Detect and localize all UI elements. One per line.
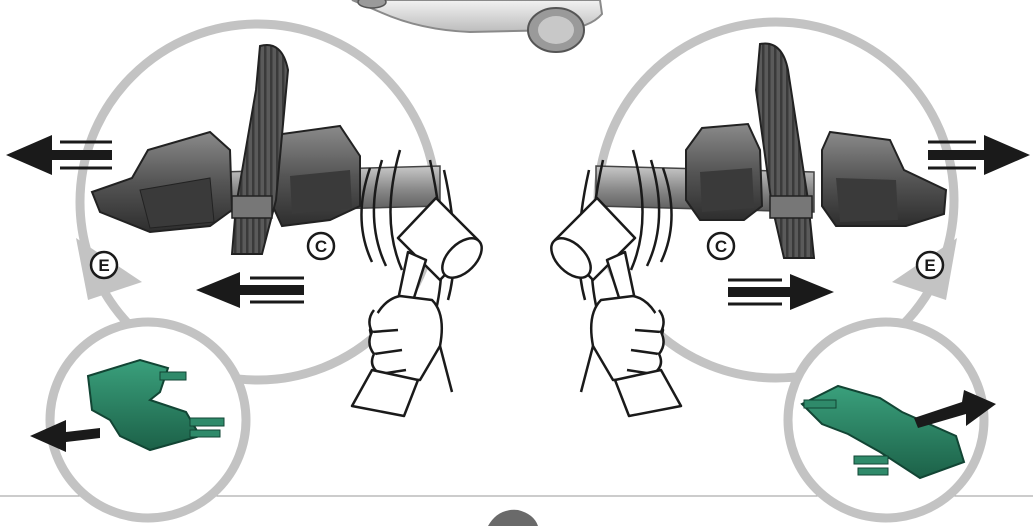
- bottom-wheel-icon: [488, 510, 538, 526]
- left-label-c: C: [315, 237, 327, 256]
- right-panel: C E: [544, 22, 1030, 518]
- left-label-e: E: [98, 256, 109, 275]
- left-label-c-badge: C: [308, 233, 334, 259]
- right-arrow-upper: [928, 135, 1030, 175]
- caster-wheel-icon: [352, 0, 602, 52]
- left-arrow-upper: [6, 135, 112, 175]
- right-label-c: C: [715, 237, 727, 256]
- left-label-e-badge: E: [91, 252, 117, 278]
- right-label-e: E: [924, 256, 935, 275]
- right-label-e-badge: E: [917, 252, 943, 278]
- right-label-c-badge: C: [708, 233, 734, 259]
- left-panel: C E: [6, 24, 489, 518]
